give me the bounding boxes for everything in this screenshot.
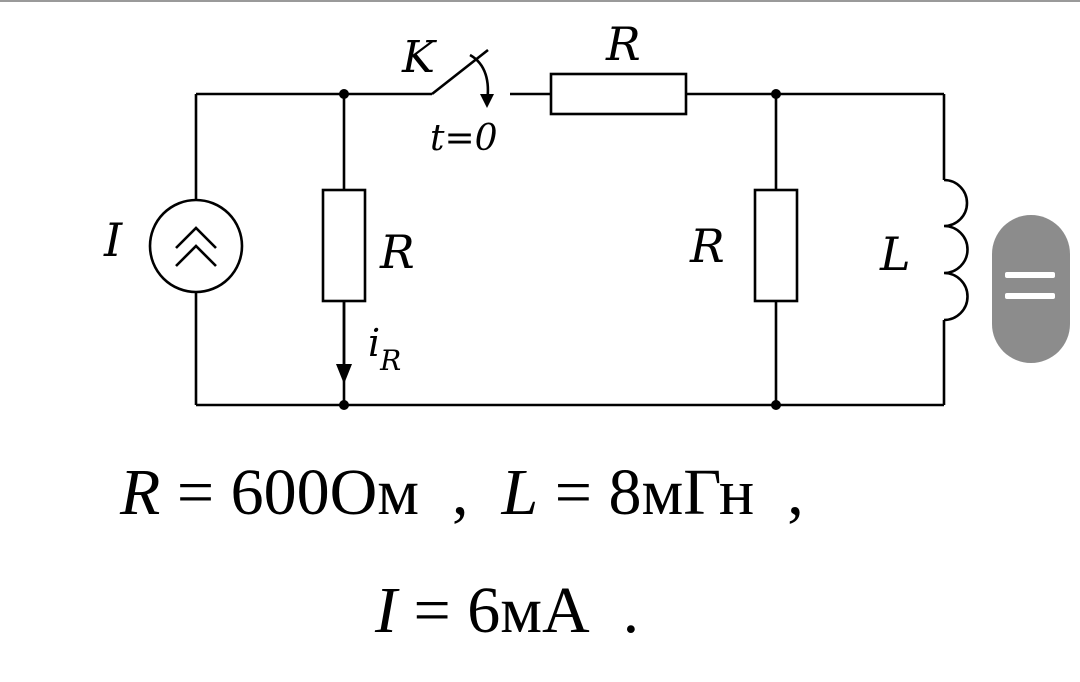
source-label: I: [103, 213, 123, 267]
equals-sign: =: [160, 456, 231, 529]
var-r: R: [120, 456, 161, 529]
separator: ,: [419, 456, 502, 529]
value-l: 8мГн: [608, 456, 755, 529]
formula-line-1: R = 600Ом , L = 8мГн ,: [120, 460, 804, 526]
current-label-sub: R: [379, 344, 401, 377]
resistor-top-label: R: [605, 17, 641, 71]
resistor-middle: [753, 188, 799, 303]
value-r: 600Ом: [230, 456, 419, 529]
junction-node: [339, 400, 349, 410]
switch-label: K: [401, 32, 437, 83]
current-label: iR: [368, 321, 401, 377]
current-source: [148, 198, 244, 294]
resistor-left: [321, 188, 367, 303]
terminal-period: .: [589, 574, 640, 647]
var-l: L: [501, 456, 539, 529]
circuit-wires: [194, 92, 946, 407]
junction-node: [339, 89, 349, 99]
equals-sign: =: [396, 574, 468, 647]
switch-time-label: t=0: [430, 118, 498, 159]
var-i: I: [375, 574, 397, 647]
equals-sign: =: [538, 456, 609, 529]
current-arrow-icon: [336, 301, 352, 384]
inductor-label: L: [879, 227, 911, 281]
formula-line-2: I = 6мА .: [375, 578, 639, 644]
separator: ,: [754, 456, 804, 529]
resistor-left-label: R: [379, 225, 415, 279]
resistor-middle-label: R: [689, 219, 725, 273]
scroll-handle[interactable]: [992, 215, 1070, 363]
current-label-main: i: [368, 321, 380, 365]
drag-handle-icon: [1005, 293, 1055, 299]
top-divider: [0, 0, 1080, 2]
inductor-coil: [943, 178, 969, 322]
circuit-diagram: K t=0 R R R L I iR: [103, 17, 969, 410]
junction-node: [771, 400, 781, 410]
value-i: 6мА: [467, 574, 590, 647]
junction-node: [771, 89, 781, 99]
resistor-top: [549, 72, 688, 116]
switch-k: [431, 48, 494, 108]
drag-handle-icon: [1005, 272, 1055, 278]
